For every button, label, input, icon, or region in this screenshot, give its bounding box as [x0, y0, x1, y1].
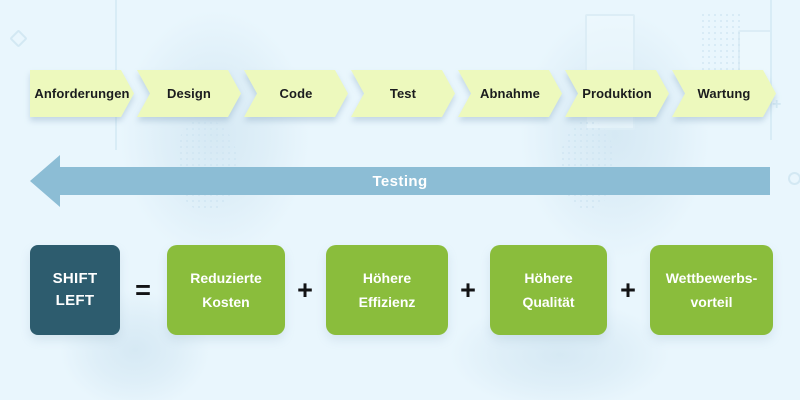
benefit-line2: vorteil [690, 294, 733, 310]
stage-abnahme: Abnahme [458, 70, 562, 117]
testing-arrow-left: Testing [30, 155, 770, 207]
benefit-line1: Wettbewerbs- [665, 270, 758, 286]
shift-left-line1: SHIFT [52, 270, 98, 287]
benefit-line2: Qualität [522, 294, 575, 310]
benefit-line1: Reduzierte [190, 270, 262, 286]
plus-sign: + [620, 274, 636, 305]
stage-anforderungen: Anforderungen [30, 70, 134, 117]
benefit-hoehere-effizienz: Höhere Effizienz [326, 245, 448, 335]
benefit-wettbewerbsvorteil: Wettbewerbs- vorteil [650, 245, 773, 335]
stage-test: Test [351, 70, 455, 117]
benefit-reduzierte-kosten: Reduzierte Kosten [167, 245, 285, 335]
benefit-line1: Höhere [524, 270, 573, 286]
testing-arrow-label: Testing [372, 172, 428, 190]
background-dot-pattern [178, 120, 238, 210]
stage-design: Design [137, 70, 241, 117]
benefit-line2: Effizienz [358, 294, 416, 310]
benefit-line1: Höhere [362, 270, 412, 286]
background-dot-pattern [560, 120, 615, 210]
stage-produktion: Produktion [565, 70, 669, 117]
benefit-line2: Kosten [202, 294, 250, 310]
plus-sign: + [460, 274, 476, 305]
stage-wartung: Wartung [672, 70, 776, 117]
plus-sign: + [297, 274, 313, 305]
benefit-hoehere-qualitaet: Höhere Qualität [490, 245, 607, 335]
lifecycle-pipeline: Anforderungen Design Code Test Abnahme P… [30, 70, 776, 117]
stage-code: Code [244, 70, 348, 117]
background-diamond-mark [9, 29, 28, 48]
background-silhouette-right [520, 10, 710, 260]
background-ring-mark [788, 172, 800, 185]
shift-left-line2: LEFT [55, 292, 95, 309]
shift-left-box: SHIFT LEFT [30, 245, 120, 335]
background-silhouette-left [120, 10, 310, 260]
equals-sign: = [135, 274, 151, 305]
